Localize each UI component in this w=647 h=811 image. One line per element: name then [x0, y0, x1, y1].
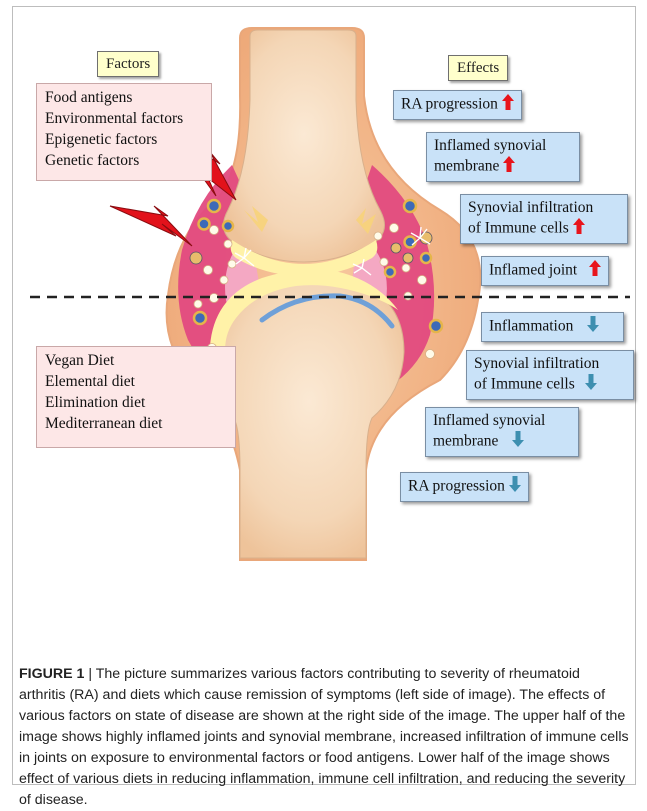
- lightning-bolt-icon: [110, 206, 192, 246]
- caption-text: The picture summarizes various factors c…: [19, 666, 629, 808]
- effect-label: of Immune cells: [474, 376, 575, 393]
- effect-up-infiltration: Synovial infiltration of Immune cells: [460, 194, 628, 244]
- factor-item: Genetic factors: [45, 150, 203, 171]
- effect-label: membrane: [433, 433, 498, 450]
- down-arrow-icon: [585, 374, 597, 396]
- effect-label: membrane: [434, 158, 499, 175]
- effect-up-inflamed-joint: Inflamed joint: [481, 256, 609, 286]
- diet-item: Elimination diet: [45, 392, 227, 413]
- down-arrow-icon: [512, 431, 524, 453]
- factor-item: Environmental factors: [45, 108, 203, 129]
- diet-item: Mediterranean diet: [45, 413, 227, 434]
- effect-label: of Immune cells: [468, 220, 569, 237]
- effect-label: Synovial infiltration: [474, 354, 626, 374]
- diet-item: Vegan Diet: [45, 350, 227, 371]
- factors-tag: Factors: [97, 51, 159, 77]
- effect-up-inflamed-membrane: Inflamed synovial membrane: [426, 132, 580, 182]
- down-arrow-icon: [509, 476, 521, 498]
- effects-tag: Effects: [448, 55, 508, 81]
- factors-list: Food antigens Environmental factors Epig…: [36, 83, 212, 181]
- up-arrow-icon: [503, 156, 515, 178]
- effect-label: Inflammation: [489, 318, 573, 335]
- caption-separator: |: [84, 666, 95, 682]
- effect-label: RA progression: [408, 478, 505, 495]
- figure-caption: FIGURE 1 | The picture summarizes variou…: [19, 664, 629, 811]
- effect-label: Inflamed synovial: [433, 411, 571, 431]
- down-arrow-icon: [587, 316, 599, 338]
- effect-label: Inflamed synovial: [434, 136, 572, 156]
- factor-item: Epigenetic factors: [45, 129, 203, 150]
- effect-down-inflamed-membrane: Inflamed synovial membrane: [425, 407, 579, 457]
- up-arrow-icon: [589, 260, 601, 282]
- effect-label: RA progression: [401, 96, 498, 113]
- effect-down-infiltration: Synovial infiltration of Immune cells: [466, 350, 634, 400]
- diet-item: Elemental diet: [45, 371, 227, 392]
- effect-label: Synovial infiltration: [468, 198, 620, 218]
- diets-list: Vegan Diet Elemental diet Elimination di…: [36, 346, 236, 448]
- factor-item: Food antigens: [45, 87, 203, 108]
- up-arrow-icon: [502, 94, 514, 116]
- effect-down-inflammation: Inflammation: [481, 312, 624, 342]
- up-arrow-icon: [573, 218, 585, 240]
- caption-label: FIGURE 1: [19, 666, 84, 682]
- effect-down-ra-progression: RA progression: [400, 472, 529, 502]
- effect-up-ra-progression: RA progression: [393, 90, 522, 120]
- effect-label: Inflamed joint: [489, 262, 577, 279]
